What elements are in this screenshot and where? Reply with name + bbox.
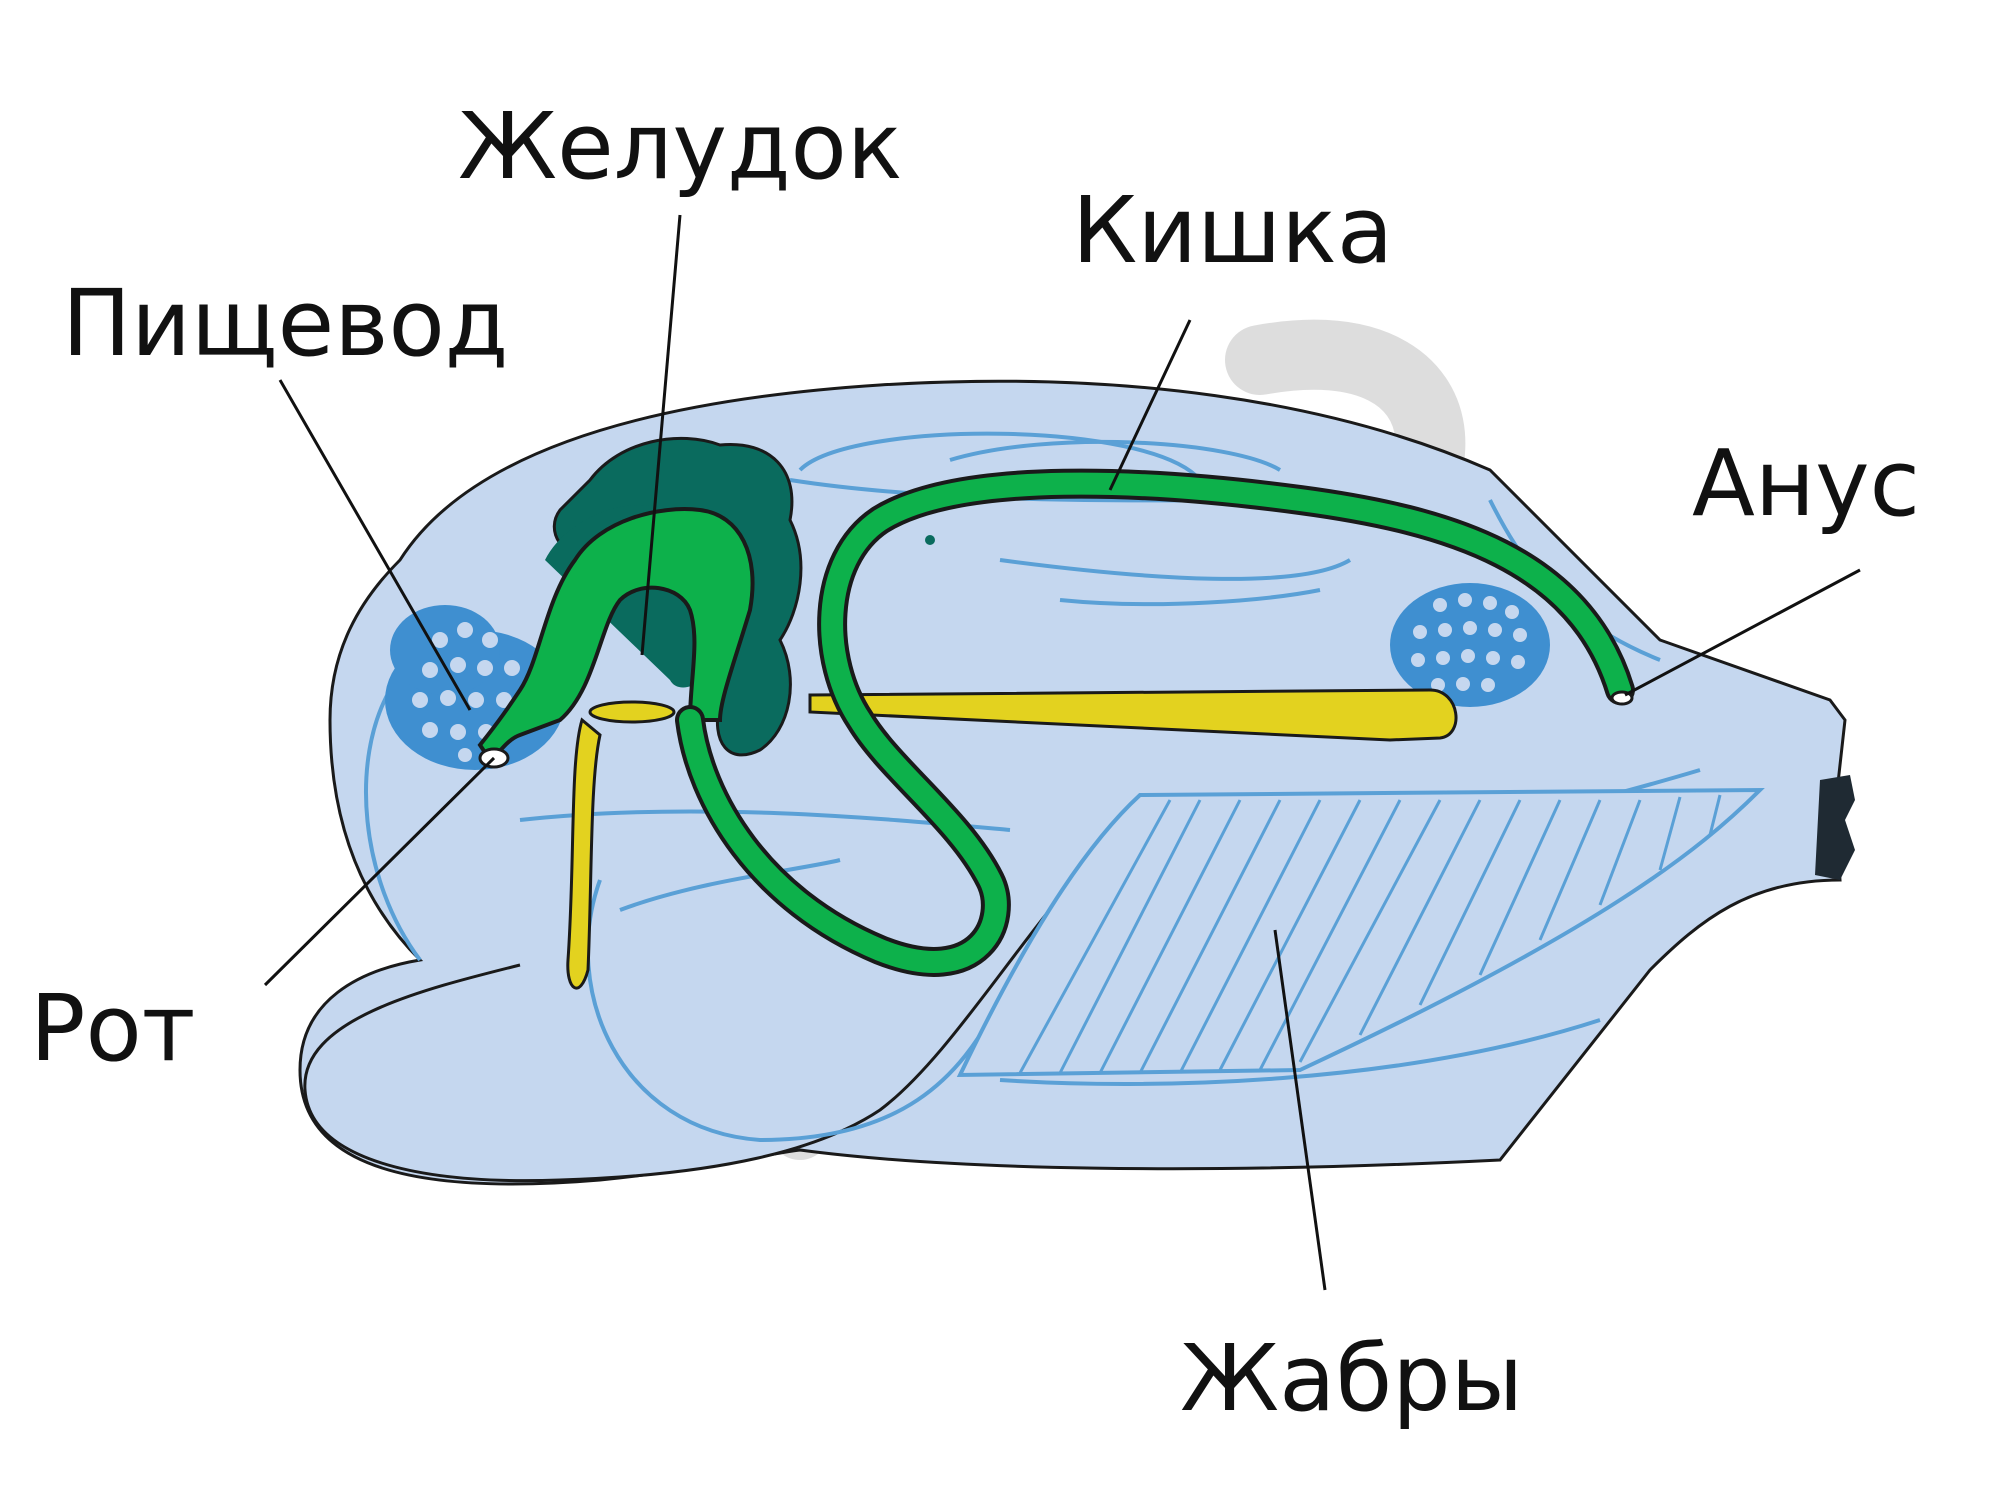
gills (956, 787, 1765, 1078)
label-esophagus: Пищевод (62, 270, 508, 377)
leader-lines (263, 214, 1861, 1291)
posterior-ganglion (1390, 583, 1550, 707)
intestine-leader (1108, 319, 1192, 491)
label-intestine: Кишка (1072, 177, 1393, 284)
label-anus: Анус (1692, 430, 1920, 537)
anus-leader (1624, 568, 1861, 697)
mouth-leader (263, 756, 496, 987)
labels: Желудок Пищевод Кишка Анус Рот Жабры (30, 93, 1920, 1432)
label-gills: Жабры (1180, 1325, 1523, 1432)
stomach-leader (640, 214, 682, 656)
label-stomach: Желудок (458, 93, 902, 200)
digestive-gland (566, 688, 1458, 990)
gills-leader (1273, 929, 1327, 1291)
esophagus-leader (278, 379, 472, 711)
digestive-tract (477, 468, 1635, 977)
label-mouth: Рот (30, 975, 195, 1082)
